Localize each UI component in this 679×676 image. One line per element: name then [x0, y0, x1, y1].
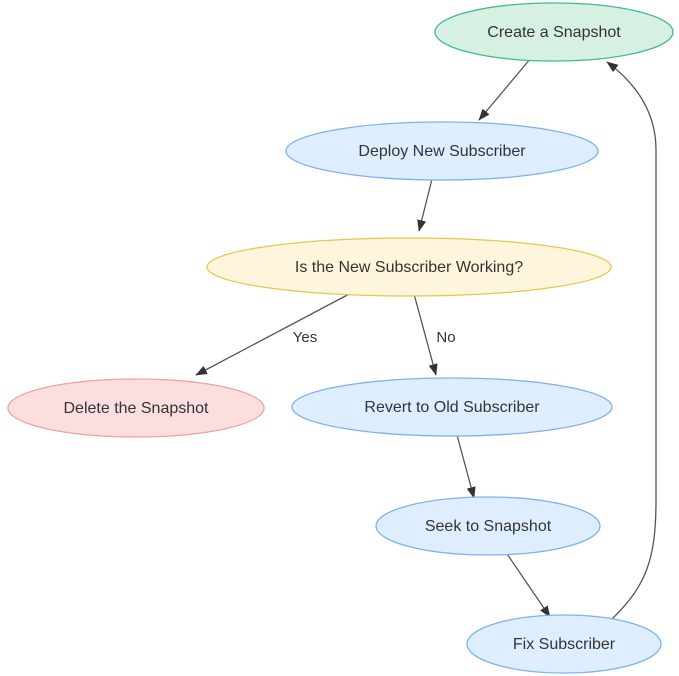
- edge-labels-layer: Yes No: [293, 329, 456, 346]
- node-shape-seek-to-snapshot[interactable]: [375, 496, 601, 556]
- edge-deploy-to-decision: [417, 178, 433, 232]
- node-seek-to-snapshot[interactable]: Seek to Snapshot: [375, 496, 601, 556]
- node-label-create-snapshot: Create a Snapshot: [487, 24, 621, 41]
- node-shape-is-new-subscriber-working[interactable]: [206, 237, 612, 297]
- edge-create-to-deploy: [478, 57, 532, 121]
- node-label-is-new-subscriber-working: Is the New Subscriber Working?: [295, 259, 523, 276]
- node-delete-the-snapshot[interactable]: Delete the Snapshot: [7, 378, 265, 438]
- node-shape-revert-to-old-subscriber[interactable]: [291, 377, 613, 437]
- node-shape-deploy-new-subscriber[interactable]: [285, 121, 599, 181]
- node-label-deploy-new-subscriber: Deploy New Subscriber: [358, 143, 526, 160]
- node-label-revert-to-old-subscriber: Revert to Old Subscriber: [364, 399, 540, 416]
- edge-label-no: No: [436, 329, 455, 346]
- edge-revert-to-seek: [456, 434, 476, 499]
- node-revert-to-old-subscriber[interactable]: Revert to Old Subscriber: [291, 377, 613, 437]
- edge-decision-to-revert-no: [413, 293, 438, 376]
- node-label-seek-to-snapshot: Seek to Snapshot: [425, 518, 552, 535]
- edge-seek-to-fix: [504, 550, 551, 618]
- node-label-fix-subscriber: Fix Subscriber: [513, 636, 616, 653]
- node-shape-create-snapshot[interactable]: [434, 2, 674, 62]
- edge-fix-to-create: [606, 61, 657, 621]
- edge-decision-to-delete-yes: [195, 291, 354, 376]
- node-label-delete-the-snapshot: Delete the Snapshot: [64, 400, 210, 417]
- node-is-new-subscriber-working[interactable]: Is the New Subscriber Working?: [206, 237, 612, 297]
- node-shape-fix-subscriber[interactable]: [466, 614, 662, 674]
- node-create-snapshot[interactable]: Create a Snapshot: [434, 2, 674, 62]
- node-fix-subscriber[interactable]: Fix Subscriber: [466, 614, 662, 674]
- edges-layer: [195, 57, 657, 621]
- node-deploy-new-subscriber[interactable]: Deploy New Subscriber: [285, 121, 599, 181]
- edge-label-yes: Yes: [293, 329, 317, 346]
- node-shape-delete-the-snapshot[interactable]: [7, 378, 265, 438]
